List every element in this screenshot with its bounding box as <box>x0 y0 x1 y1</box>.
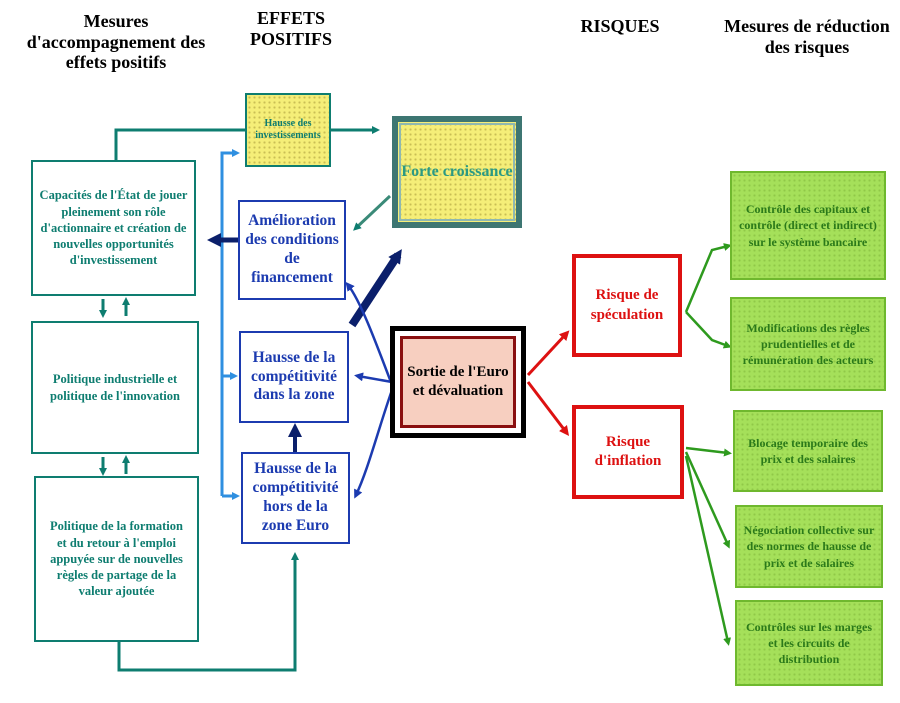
box-risque-speculation: Risque de spéculation <box>572 254 682 357</box>
box-controle-capitaux: Contrôle des capitaux et contrôle (direc… <box>730 171 886 280</box>
header-accompagnement: Mesures d'accompagnement des effets posi… <box>26 11 206 73</box>
box-sortie-euro-inner: Sortie de l'Euro et dévaluation <box>400 336 516 428</box>
header-risques: RISQUES <box>580 16 660 36</box>
box-negociation-collective: Négociation collective sur des normes de… <box>735 505 883 588</box>
box-regles-prudentielles-label: Modifications des règles prudentielles e… <box>742 320 874 368</box>
box-blocage-prix: Blocage temporaire des prix et des salai… <box>733 410 883 492</box>
box-blocage-prix-label: Blocage temporaire des prix et des salai… <box>748 435 868 466</box>
box-sortie-euro: Sortie de l'Euro et dévaluation <box>390 326 526 438</box>
box-amelioration-financement-label: Amélioration des conditions de financeme… <box>245 212 339 286</box>
box-hausse-investissements-label: Hausse des investissements <box>255 117 321 142</box>
box-competitivite-hors-zone-label: Hausse de la compétitivité hors de la zo… <box>252 460 339 534</box>
box-competitivite-hors-zone: Hausse de la compétitivité hors de la zo… <box>241 452 350 544</box>
box-capacites-etat-label: Capacités de l'État de jouer pleinement … <box>39 188 188 268</box>
box-politique-industrielle: Politique industrielle et politique de l… <box>31 321 199 454</box>
box-politique-formation: Politique de la formation et du retour à… <box>34 476 199 642</box>
box-competitivite-zone-label: Hausse de la compétitivité dans la zone <box>250 348 338 404</box>
header-effets-positifs: EFFETS POSITIFS <box>249 8 333 49</box>
box-forte-croissance: Forte croissance <box>392 116 522 228</box>
box-negociation-collective-label: Négociation collective sur des normes de… <box>743 523 875 570</box>
box-risque-speculation-label: Risque de spéculation <box>590 287 664 323</box>
box-amelioration-financement: Amélioration des conditions de financeme… <box>238 200 346 300</box>
box-politique-industrielle-label: Politique industrielle et politique de l… <box>50 372 180 403</box>
header-reduction-risques: Mesures de réduction des risques <box>724 16 890 57</box>
box-risque-inflation: Risque d'inflation <box>572 405 684 499</box>
box-controles-marges-label: Contrôles sur les marges et les circuits… <box>745 619 873 667</box>
box-controle-capitaux-label: Contrôle des capitaux et contrôle (direc… <box>739 202 877 249</box>
box-regles-prudentielles: Modifications des règles prudentielles e… <box>730 297 886 391</box>
box-competitivite-zone: Hausse de la compétitivité dans la zone <box>239 331 349 423</box>
box-forte-croissance-label: Forte croissance <box>401 162 513 180</box>
box-hausse-investissements: Hausse des investissements <box>245 93 331 167</box>
box-politique-formation-label: Politique de la formation et du retour à… <box>50 519 183 599</box>
box-risque-inflation-label: Risque d'inflation <box>594 433 662 470</box>
box-controles-marges: Contrôles sur les marges et les circuits… <box>735 600 883 686</box>
box-sortie-euro-label: Sortie de l'Euro et dévaluation <box>407 363 509 400</box>
box-capacites-etat: Capacités de l'État de jouer pleinement … <box>31 160 196 296</box>
